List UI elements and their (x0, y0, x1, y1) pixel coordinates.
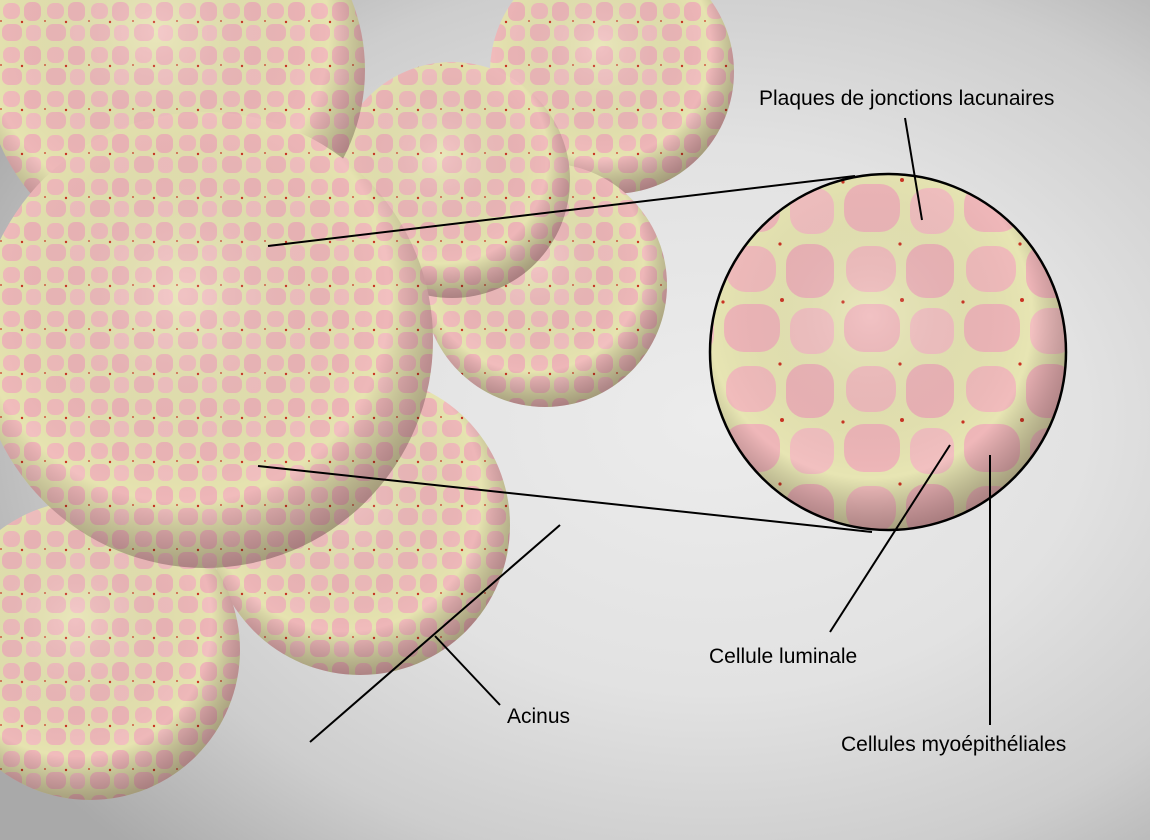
myoepithelial-cells-label: Cellules myoépithéliales (841, 734, 1066, 755)
luminal-cell-label: Cellule luminale (709, 646, 857, 667)
acinus-label: Acinus (507, 706, 570, 727)
gap-junction-plaques-label: Plaques de jonctions lacunaires (759, 88, 1054, 109)
